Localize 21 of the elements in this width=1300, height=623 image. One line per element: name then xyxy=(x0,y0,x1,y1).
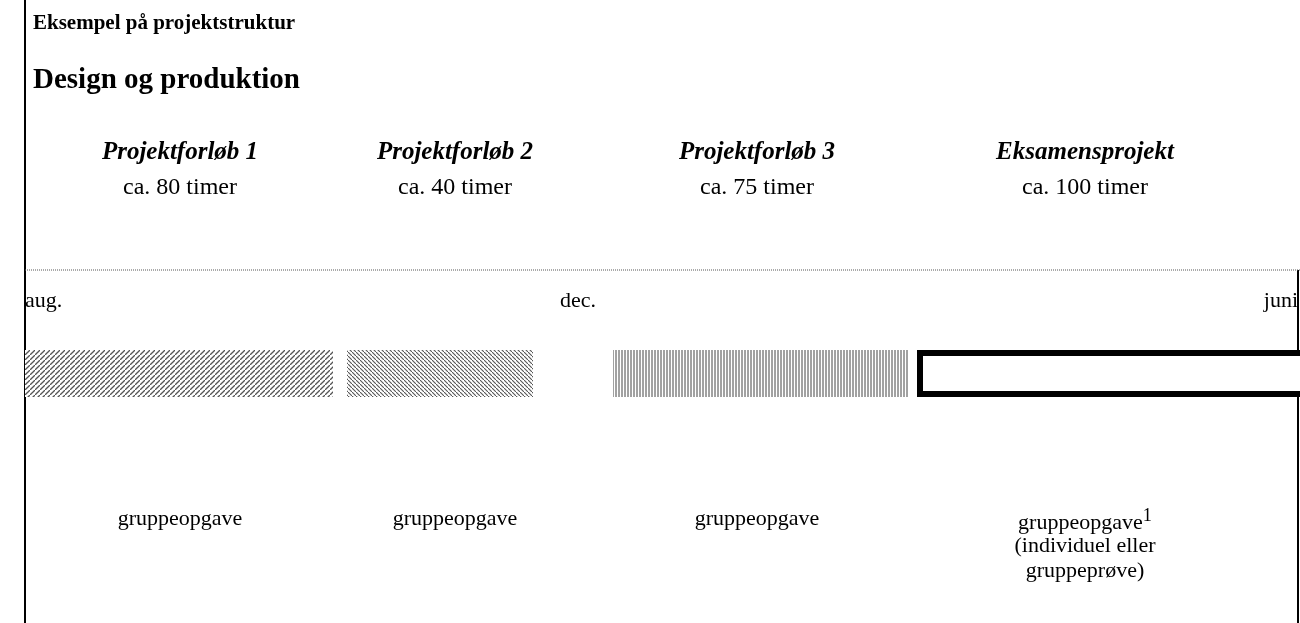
hours-text: ca. 40 timer xyxy=(398,173,512,201)
hours-text: ca. 80 timer xyxy=(123,173,237,201)
month-label: juni xyxy=(1263,287,1298,313)
hatched-bar xyxy=(613,350,908,397)
hours-text: ca. 100 timer xyxy=(1022,173,1148,201)
phase-heading: Eksamensprojekt xyxy=(996,137,1174,166)
outlined-bar xyxy=(917,350,1300,397)
month-label: dec. xyxy=(560,287,597,313)
phase-heading: Projektforløb 1 xyxy=(101,137,259,166)
phase-heading: Projektforløb 2 xyxy=(376,137,534,166)
task-text: gruppeopgave xyxy=(694,505,820,531)
task-text: gruppeopgave xyxy=(392,505,518,531)
page-title: Eksempel på projektstruktur xyxy=(33,10,296,35)
hatched-bar xyxy=(25,350,333,397)
hatched-bar xyxy=(347,350,533,397)
section-heading: Design og produktion xyxy=(33,62,300,96)
task-text: gruppeopgave$^{1}$ xyxy=(1018,505,1152,535)
month-label: aug. xyxy=(25,287,63,313)
task-text: gruppeopgave xyxy=(117,505,243,531)
hours-text: ca. 75 timer xyxy=(700,173,814,201)
phase-heading: Projektforløb 3 xyxy=(678,137,836,166)
